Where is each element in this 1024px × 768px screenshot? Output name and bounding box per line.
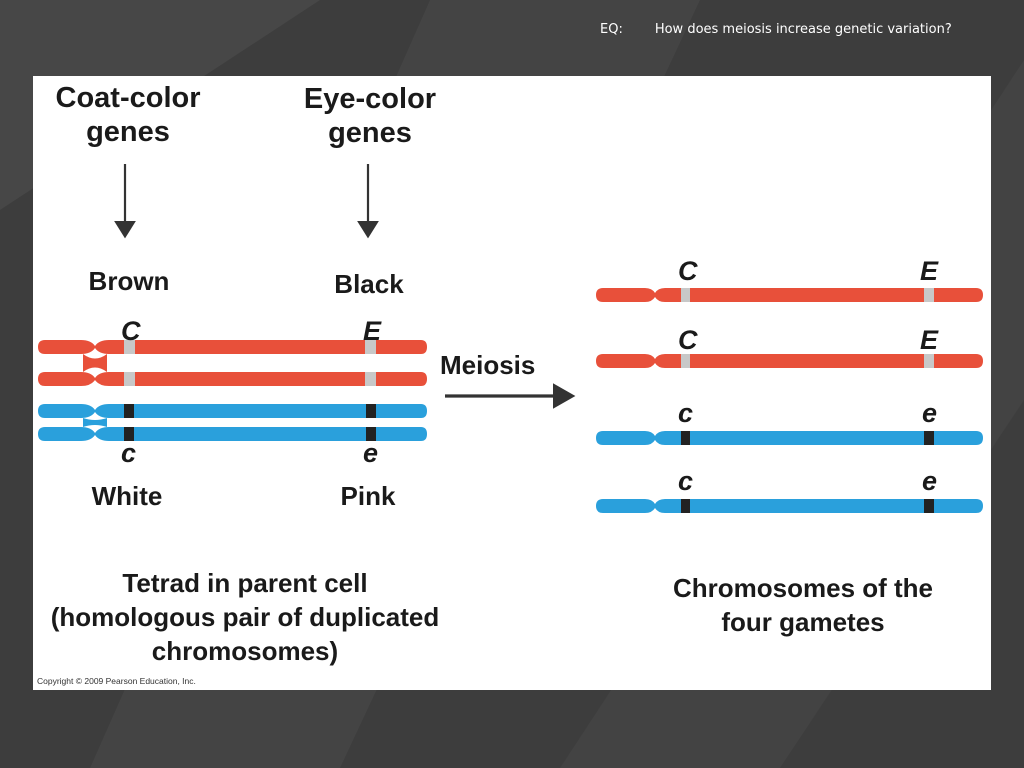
- meiosis-diagram: [38, 164, 983, 513]
- gamete-2-eye: E: [920, 325, 939, 355]
- meiosis-label: Meiosis: [440, 350, 536, 380]
- band-c-top: [124, 404, 134, 418]
- gamete-1: [596, 288, 983, 302]
- band-C-bottom: [124, 372, 135, 386]
- allele-E: E: [363, 316, 382, 346]
- trait-pink: Pink: [340, 481, 396, 511]
- allele-C: C: [121, 316, 141, 346]
- eye-gene-label: Eye-color genes: [303, 83, 437, 149]
- trait-brown: Brown: [88, 266, 170, 296]
- gamete-3: [596, 431, 983, 445]
- red-homolog: [38, 340, 427, 386]
- gamete-4: [596, 499, 983, 513]
- blue-chromatid-bottom: [38, 427, 427, 441]
- gamete-2-coat: C: [678, 325, 698, 355]
- band-E-bottom: [365, 372, 376, 386]
- gamete-2: [596, 354, 983, 368]
- allele-e: e: [363, 438, 379, 468]
- trait-black: Black: [334, 269, 404, 299]
- eq-label: EQ:: [600, 22, 623, 37]
- red-chromatid-bottom: [38, 372, 427, 386]
- gamete-1-eye: E: [920, 256, 939, 286]
- blue-homolog: [38, 404, 427, 441]
- parent-caption: Tetrad in parent cell (homologous pair o…: [50, 568, 440, 666]
- band-c-bottom: [124, 427, 134, 441]
- band-C-top: [124, 340, 135, 354]
- band-E-top: [365, 340, 376, 354]
- blue-chromatid-top: [38, 404, 427, 418]
- gametes-caption: Chromosomes of the four gametes: [672, 573, 934, 637]
- red-centromere: [83, 354, 107, 372]
- band-e-bottom: [366, 427, 376, 441]
- figure-panel: Coat-color genes Eye-color genes Brown B…: [33, 76, 991, 690]
- band-e-top: [366, 404, 376, 418]
- gamete-3-coat: c: [678, 398, 694, 428]
- gamete-4-coat: c: [678, 466, 694, 496]
- trait-white: White: [91, 481, 163, 511]
- eq-text: How does meiosis increase genetic variat…: [654, 22, 952, 37]
- essential-question: EQ: How does meiosis increase genetic var…: [600, 22, 952, 37]
- gamete-1-coat: C: [678, 256, 698, 286]
- allele-c: c: [121, 438, 137, 468]
- coat-gene-label: Coat-color genes: [55, 82, 201, 148]
- red-chromatid-top: [38, 340, 427, 354]
- copyright-text: Copyright © 2009 Pearson Education, Inc.: [37, 676, 196, 686]
- gamete-4-eye: e: [922, 466, 938, 496]
- blue-centromere: [83, 418, 107, 427]
- gamete-3-eye: e: [922, 398, 938, 428]
